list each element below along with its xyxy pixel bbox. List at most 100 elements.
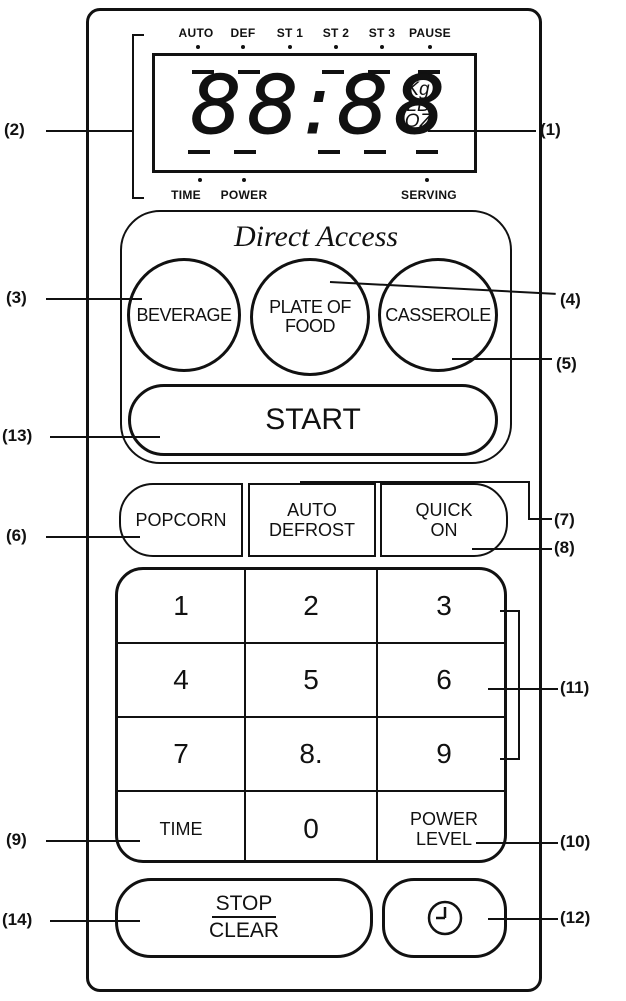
casserole-label: CASSEROLE bbox=[385, 304, 491, 325]
unit-oz: OZ bbox=[404, 111, 432, 132]
direct-access-title: Direct Access bbox=[233, 220, 399, 253]
auto-defrost-label: AUTO DEFROST bbox=[268, 500, 355, 540]
key-3[interactable]: 3 bbox=[378, 570, 504, 644]
bracket-line bbox=[500, 610, 520, 612]
key-label: 7 bbox=[173, 738, 189, 769]
leader-line bbox=[46, 298, 142, 300]
clear-label: CLEAR bbox=[208, 919, 280, 942]
unit-lb: LB bbox=[406, 95, 430, 116]
auto-defrost-button[interactable]: AUTO DEFROST bbox=[248, 483, 376, 557]
direct-access-group bbox=[120, 210, 512, 464]
stop-clear-button[interactable]: STOP CLEAR bbox=[115, 878, 373, 958]
leader-line bbox=[300, 481, 530, 483]
leader-line bbox=[50, 920, 140, 922]
casserole-button[interactable]: CASSEROLE bbox=[378, 258, 498, 372]
callout-4: (4) bbox=[560, 290, 581, 309]
indicator-dot bbox=[288, 45, 292, 49]
indicator-serving: SERVING bbox=[401, 188, 457, 202]
callout-10: (10) bbox=[560, 832, 591, 851]
segment-mark bbox=[418, 70, 440, 74]
segment-mark bbox=[318, 150, 340, 154]
leader-line bbox=[488, 688, 558, 690]
key-5[interactable]: 5 bbox=[246, 644, 378, 718]
display-digits: 88:88 bbox=[190, 59, 451, 152]
number-keypad: 1 2 3 4 5 6 7 8. 9 TIME 0 POWER LEVEL bbox=[115, 567, 507, 863]
display-units: Kg LB OZ bbox=[400, 79, 436, 132]
indicator-time: TIME bbox=[171, 188, 201, 202]
callout-3: (3) bbox=[6, 288, 27, 307]
callout-1: (1) bbox=[540, 120, 561, 139]
callout-12: (12) bbox=[560, 908, 591, 927]
key-4[interactable]: 4 bbox=[118, 644, 246, 718]
key-label: 3 bbox=[436, 590, 452, 621]
segment-mark bbox=[192, 70, 214, 74]
leader-line bbox=[488, 918, 558, 920]
stop-label: STOP bbox=[211, 892, 277, 918]
leader-line bbox=[452, 358, 552, 360]
indicator-st3: ST 3 bbox=[368, 26, 396, 40]
time-key-label: TIME bbox=[159, 819, 203, 839]
key-label: 4 bbox=[173, 664, 189, 695]
key-label: 5 bbox=[303, 664, 319, 695]
leader-line bbox=[476, 842, 558, 844]
indicator-dot bbox=[428, 45, 432, 49]
callout-14: (14) bbox=[2, 910, 33, 929]
key-label: 1 bbox=[173, 590, 189, 621]
indicator-st2: ST 2 bbox=[322, 26, 350, 40]
bracket-line bbox=[132, 34, 134, 199]
segment-mark bbox=[416, 150, 438, 154]
start-button[interactable]: START bbox=[128, 384, 498, 456]
key-6[interactable]: 6 bbox=[378, 644, 504, 718]
beverage-label: BEVERAGE bbox=[136, 304, 232, 325]
bracket-line bbox=[132, 197, 144, 199]
segment-mark bbox=[234, 150, 256, 154]
key-label: 8. bbox=[299, 738, 323, 769]
leader-line bbox=[428, 130, 536, 132]
indicator-dot bbox=[242, 178, 246, 182]
quick-on-label: QUICK ON bbox=[415, 500, 473, 540]
plate-of-food-button[interactable]: PLATE OF FOOD bbox=[250, 258, 370, 376]
key-label: 9 bbox=[436, 738, 452, 769]
key-label: 0 bbox=[303, 813, 319, 844]
callout-7: (7) bbox=[554, 510, 575, 529]
plate-of-food-label: PLATE OF FOOD bbox=[269, 297, 351, 336]
start-label: START bbox=[265, 403, 361, 436]
indicator-dot bbox=[196, 45, 200, 49]
key-7[interactable]: 7 bbox=[118, 718, 246, 792]
callout-13: (13) bbox=[2, 426, 33, 445]
segment-mark bbox=[368, 70, 390, 74]
beverage-button[interactable]: BEVERAGE bbox=[127, 258, 241, 372]
segment-mark bbox=[188, 150, 210, 154]
indicator-dot bbox=[198, 178, 202, 182]
indicator-pause: PAUSE bbox=[409, 26, 451, 40]
indicator-st1: ST 1 bbox=[276, 26, 304, 40]
bracket-line bbox=[132, 34, 144, 36]
callout-2: (2) bbox=[4, 120, 25, 139]
key-9[interactable]: 9 bbox=[378, 718, 504, 792]
segment-mark bbox=[322, 70, 344, 74]
callout-8: (8) bbox=[554, 538, 575, 557]
power-level-label: POWER LEVEL bbox=[409, 809, 478, 849]
key-0[interactable]: 0 bbox=[246, 792, 378, 860]
leader-line bbox=[528, 518, 552, 520]
key-1[interactable]: 1 bbox=[118, 570, 246, 644]
indicator-power: POWER bbox=[220, 188, 268, 202]
popcorn-label: POPCORN bbox=[135, 510, 227, 530]
leader-line bbox=[50, 436, 160, 438]
indicator-dot bbox=[380, 45, 384, 49]
indicator-auto: AUTO bbox=[178, 26, 214, 40]
callout-6: (6) bbox=[6, 526, 27, 545]
unit-kg: Kg bbox=[406, 79, 430, 100]
callout-9: (9) bbox=[6, 830, 27, 849]
key-label: 6 bbox=[436, 664, 452, 695]
power-level-key[interactable]: POWER LEVEL bbox=[378, 792, 504, 860]
segment-mark bbox=[364, 150, 386, 154]
display-window bbox=[152, 53, 477, 173]
key-8[interactable]: 8. bbox=[246, 718, 378, 792]
popcorn-button[interactable]: POPCORN bbox=[119, 483, 243, 557]
leader-line bbox=[46, 840, 140, 842]
time-key[interactable]: TIME bbox=[118, 792, 246, 860]
key-label: 2 bbox=[303, 590, 319, 621]
quick-on-button[interactable]: QUICK ON bbox=[380, 483, 508, 557]
key-2[interactable]: 2 bbox=[246, 570, 378, 644]
